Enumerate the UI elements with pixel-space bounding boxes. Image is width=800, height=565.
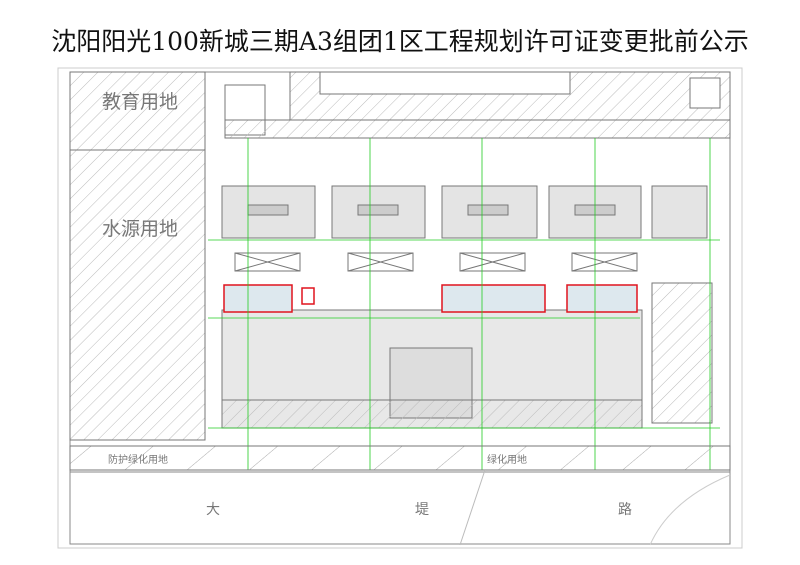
water-source-land-label: 水源用地 [102,218,178,240]
green-strip: 防护绿化用地 绿化用地 [69,445,731,471]
road-label-1: 大 [206,502,220,518]
education-land-parcel: 教育用地 [69,71,206,151]
road-label-2: 堤 [415,502,429,518]
road: 大 堤 路 [70,469,731,546]
podium-building [221,282,713,429]
green-land-label: 绿化用地 [487,453,527,466]
education-land-label: 教育用地 [102,91,178,113]
page-title: 沈阳阳光100新城三期A3组团1区工程规划许可证变更批前公示 [51,27,749,56]
water-source-land-parcel: 水源用地 [69,149,206,441]
existing-buildings-north [224,71,731,139]
ventilation-boxes [234,252,638,272]
residential-towers [221,185,708,239]
road-label-3: 路 [618,502,632,518]
green-land-left-label: 防护绿化用地 [108,453,168,466]
highlighted-change-areas [223,284,638,313]
dimension-lines [208,138,720,470]
